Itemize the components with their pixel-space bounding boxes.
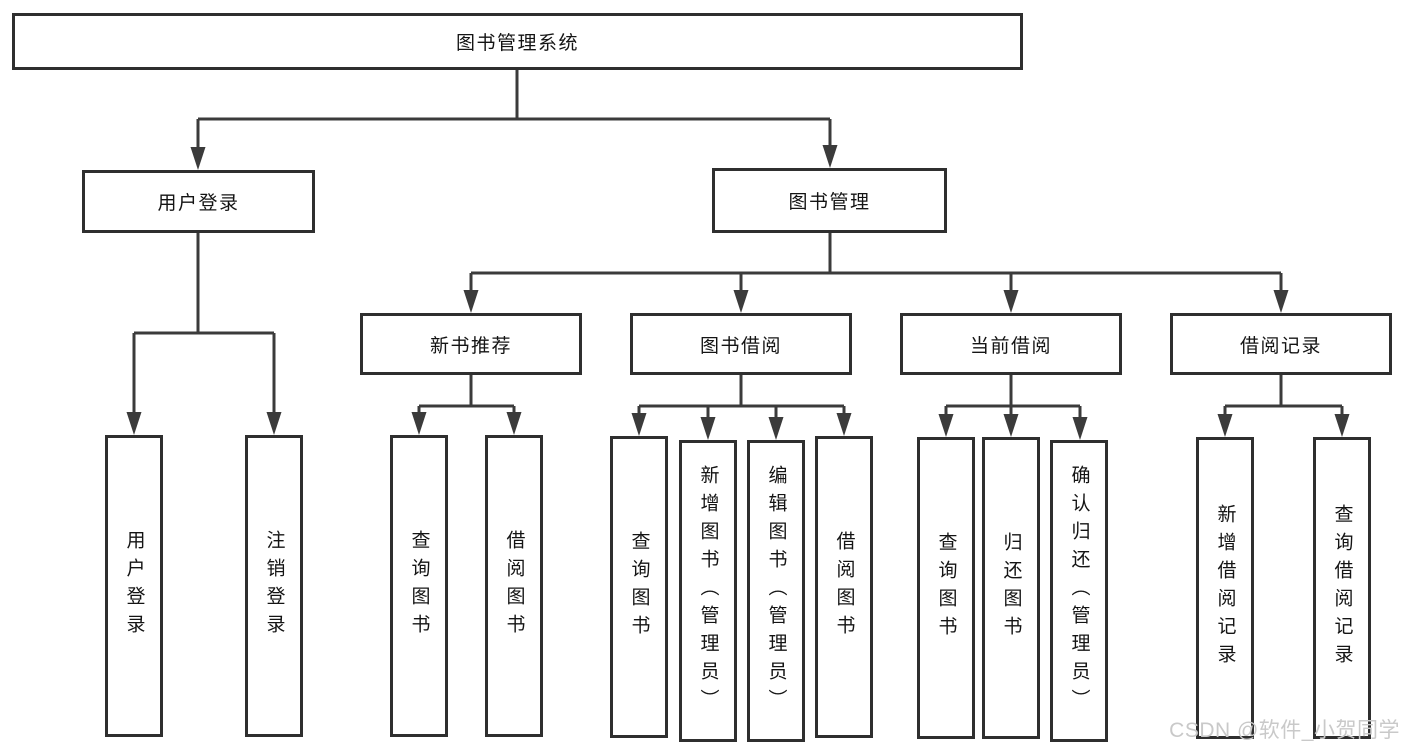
- leaf-user-login: 用户登录: [105, 435, 163, 737]
- leaf-query-books-recommend-label: 查询图书: [408, 530, 430, 642]
- node-user-login: 用户登录: [82, 170, 315, 233]
- leaf-borrow-books-recommend-label: 借阅图书: [503, 530, 525, 642]
- leaf-add-book-admin: 新增图书（管理员）: [679, 440, 737, 742]
- node-new-book-recommend: 新书推荐: [360, 313, 582, 375]
- node-current-borrow-label: 当前借阅: [969, 335, 1052, 357]
- leaf-query-books-recommend: 查询图书: [390, 435, 448, 737]
- leaf-add-borrow-record: 新增借阅记录: [1196, 437, 1254, 739]
- node-book-management: 图书管理: [712, 168, 947, 233]
- node-user-login-label: 用户登录: [157, 193, 240, 214]
- leaf-return-book-label: 归还图书: [1000, 532, 1022, 644]
- leaf-user-login-label: 用户登录: [123, 530, 145, 642]
- leaf-query-books-borrow: 查询图书: [610, 436, 668, 738]
- leaf-confirm-return-admin-label: 确认归还（管理员）: [1068, 465, 1090, 717]
- leaf-logout-label: 注销登录: [263, 530, 285, 642]
- node-borrow-records: 借阅记录: [1170, 313, 1392, 375]
- node-borrow-records-label: 借阅记录: [1239, 335, 1322, 357]
- leaf-return-book: 归还图书: [982, 437, 1040, 739]
- leaf-borrow-books-borrow: 借阅图书: [815, 436, 873, 738]
- node-book-borrow-label: 图书借阅: [699, 335, 782, 357]
- leaf-query-borrow-record-label: 查询借阅记录: [1331, 504, 1353, 672]
- leaf-borrow-books-borrow-label: 借阅图书: [833, 531, 855, 643]
- node-current-borrow: 当前借阅: [900, 313, 1122, 375]
- node-library-system: 图书管理系统: [12, 13, 1023, 70]
- node-book-borrow: 图书借阅: [630, 313, 852, 375]
- node-book-management-label: 图书管理: [788, 192, 871, 213]
- node-new-book-recommend-label: 新书推荐: [429, 335, 512, 357]
- leaf-confirm-return-admin: 确认归还（管理员）: [1050, 440, 1108, 742]
- leaf-query-borrow-record: 查询借阅记录: [1313, 437, 1371, 739]
- leaf-edit-book-admin: 编辑图书（管理员）: [747, 440, 805, 742]
- leaf-add-book-admin-label: 新增图书（管理员）: [697, 465, 719, 717]
- leaf-edit-book-admin-label: 编辑图书（管理员）: [765, 465, 787, 717]
- leaf-query-books-current-label: 查询图书: [935, 532, 957, 644]
- leaf-query-books-borrow-label: 查询图书: [628, 531, 650, 643]
- node-library-system-label: 图书管理系统: [455, 33, 579, 54]
- leaf-add-borrow-record-label: 新增借阅记录: [1214, 504, 1236, 672]
- leaf-borrow-books-recommend: 借阅图书: [485, 435, 543, 737]
- leaf-query-books-current: 查询图书: [917, 437, 975, 739]
- leaf-logout: 注销登录: [245, 435, 303, 737]
